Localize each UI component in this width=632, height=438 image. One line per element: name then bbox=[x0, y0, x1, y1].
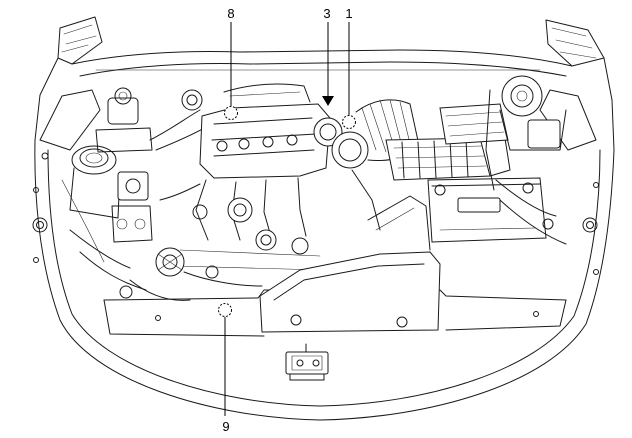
hood-hinge-right bbox=[545, 19, 615, 151]
intake-runners bbox=[175, 177, 323, 271]
master-cylinder bbox=[111, 171, 153, 243]
left-hoses bbox=[61, 109, 209, 291]
callout-1-marker bbox=[342, 115, 356, 129]
air-intake-snorkel bbox=[259, 195, 441, 333]
air-intake-duct bbox=[351, 99, 421, 231]
air-cleaner-housing bbox=[385, 131, 511, 181]
callout-3-arrow bbox=[322, 96, 334, 106]
callout-9-marker bbox=[218, 303, 232, 317]
coolant-hoses-lower bbox=[119, 265, 263, 301]
fuse-box bbox=[439, 103, 509, 145]
wiring-harness-right bbox=[495, 179, 567, 245]
body-outline bbox=[32, 49, 615, 421]
callout-8-marker bbox=[224, 106, 238, 120]
battery bbox=[427, 177, 547, 243]
brake-fluid-reservoir bbox=[95, 87, 153, 153]
hood-latch bbox=[285, 343, 329, 381]
callout-3-label: 3 bbox=[323, 6, 330, 21]
callout-8-label: 8 bbox=[227, 6, 234, 21]
throttle-body bbox=[313, 117, 369, 169]
callout-1-label: 1 bbox=[345, 6, 352, 21]
oil-filler-cap bbox=[181, 89, 203, 111]
alternator bbox=[155, 247, 185, 277]
right-strut-tower bbox=[485, 75, 567, 191]
hood-hinge-left bbox=[34, 16, 103, 141]
engine-cover bbox=[199, 83, 331, 179]
callout-9-label: 9 bbox=[222, 419, 229, 434]
